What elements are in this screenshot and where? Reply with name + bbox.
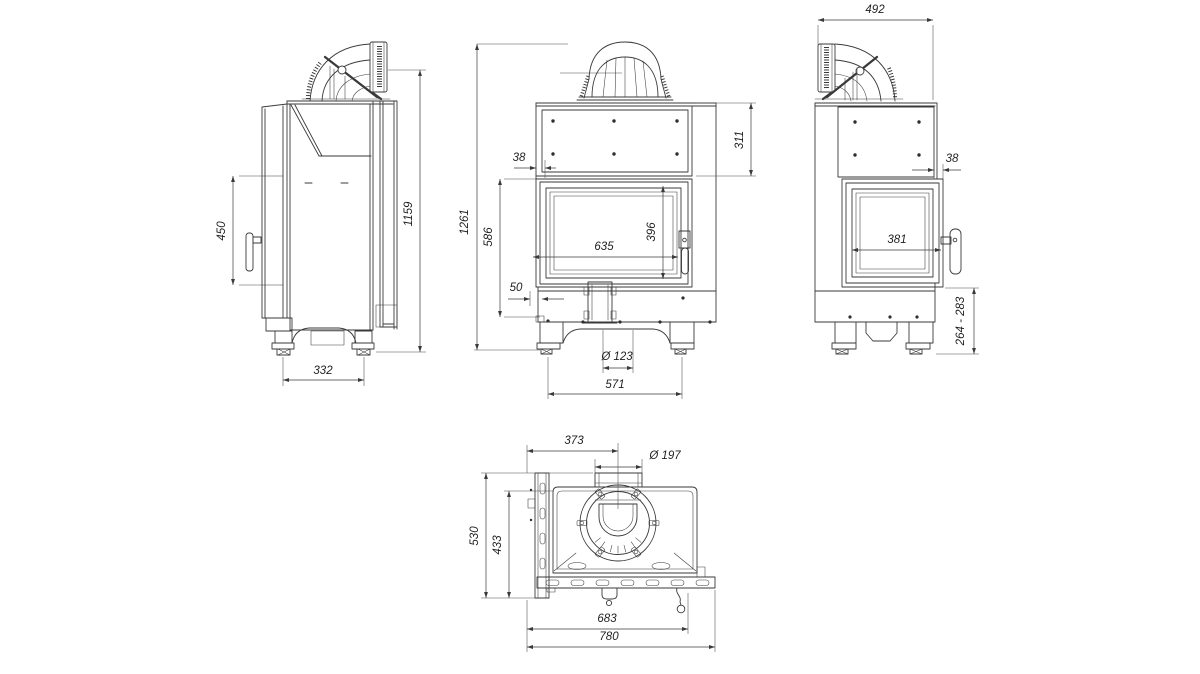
- dim-overall-depth-top: 530: [469, 526, 481, 546]
- door-handle-front: [678, 230, 691, 275]
- dim-flue-axis-offset: 373: [564, 435, 584, 447]
- dim-overall-width: 780: [599, 631, 619, 643]
- dim-glass-width-right: 381: [887, 234, 906, 246]
- dimensions-left: 450 1159 332: [216, 69, 426, 386]
- dimensions-top: 373 Ø 197 530 433 683 780: [469, 435, 716, 652]
- dimensions-right: 492 38 381 264 - 283: [817, 4, 979, 355]
- body-top: [527, 447, 716, 614]
- flue-elbow-left: [301, 41, 391, 102]
- flue-elbow-right: [814, 43, 904, 102]
- dim-overall-depth-right: 492: [865, 4, 885, 16]
- body-left: [245, 100, 398, 356]
- dim-body-height: 1159: [403, 201, 415, 226]
- dim-flue-diameter: Ø 197: [648, 450, 681, 462]
- dimensions-front: 1261 586 38 311 635 396 50 Ø 123 571: [459, 43, 756, 399]
- dim-glass-width-front: 635: [594, 241, 614, 253]
- dim-firebox-height: 586: [483, 227, 495, 247]
- front-view: 1261 586 38 311 635 396 50 Ø 123 571: [459, 41, 756, 399]
- dim-base-depth: 332: [313, 365, 333, 377]
- dim-body-width: 683: [597, 613, 617, 625]
- dim-door-height: 450: [216, 221, 228, 241]
- top-view: 373 Ø 197 530 433 683 780: [469, 435, 716, 652]
- side-glass-window: [841, 178, 944, 288]
- dim-glass-offset-front: 38: [513, 152, 526, 164]
- dim-flue-outlet-diameter: Ø 123: [600, 351, 633, 363]
- left-side-view: 450 1159 332: [216, 41, 426, 386]
- dim-hood-height: 311: [734, 131, 746, 149]
- dim-body-depth: 433: [492, 535, 504, 555]
- dim-base-offset: 50: [510, 282, 523, 294]
- body-right: [814, 102, 962, 355]
- damper-chain: [676, 587, 686, 614]
- right-side-view: 492 38 381 264 - 283: [814, 4, 979, 355]
- flue-collar-top: [576, 447, 660, 562]
- door-handle-right: [940, 228, 962, 275]
- dim-glass-height: 396: [646, 222, 658, 242]
- door-handle-left: [245, 232, 262, 272]
- flue-collar-dome: [560, 41, 674, 101]
- dim-plinth-height: 264 - 283: [955, 296, 967, 346]
- dim-glass-offset-right: 38: [946, 153, 959, 165]
- dim-feet-spacing: 571: [605, 379, 624, 391]
- dim-overall-height: 1261: [459, 209, 471, 235]
- ash-duct: [582, 281, 618, 324]
- body-front: [535, 102, 717, 355]
